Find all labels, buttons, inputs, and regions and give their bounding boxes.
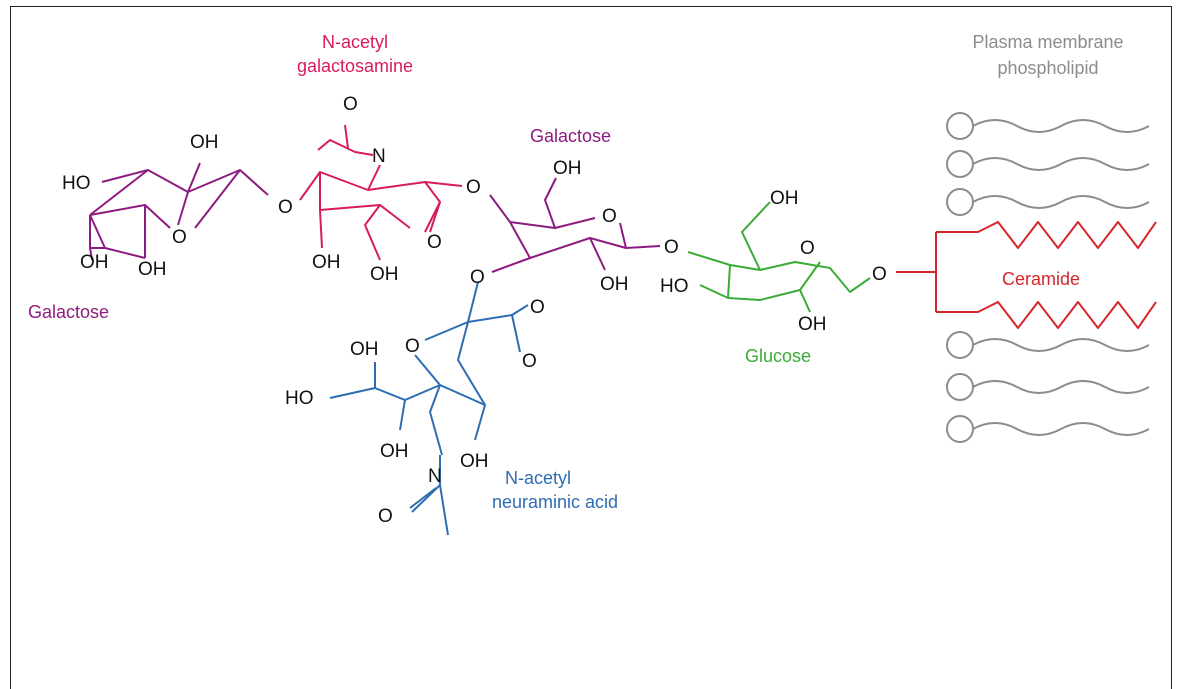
neuac-ring <box>329 281 529 536</box>
atom-o: O <box>278 197 293 218</box>
phospholipid-tails <box>946 112 1150 443</box>
label-galactose-center: Galactose <box>530 126 611 146</box>
phospholipid-head <box>946 331 974 359</box>
phospholipid-tail <box>972 380 1150 394</box>
atom-oh: OH <box>138 259 167 280</box>
label-plasma-membrane-2: phospholipid <box>997 58 1098 78</box>
atom-oh: OH <box>770 188 799 209</box>
label-plasma-membrane-1: Plasma membrane <box>972 32 1123 52</box>
atom-o: O <box>530 297 545 318</box>
atom-oh: OH <box>312 252 341 273</box>
atom-o: O <box>602 206 617 227</box>
atom-oh: OH <box>380 441 409 462</box>
atom-oh: OH <box>350 339 379 360</box>
group-labels: N-acetyl galactosamine Galactose Galacto… <box>28 32 1124 512</box>
galnac-ring <box>299 124 463 261</box>
phospholipid-head <box>946 373 974 401</box>
figure-frame <box>10 6 1172 689</box>
atom-o: O <box>522 351 537 372</box>
atom-o: O <box>172 227 187 248</box>
label-galactose-left: Galactose <box>28 302 109 322</box>
phospholipid-tail <box>972 195 1150 209</box>
glucose-ring <box>687 201 871 313</box>
atom-o: O <box>664 237 679 258</box>
atom-oh: OH <box>190 132 219 153</box>
atom-oh: OH <box>370 264 399 285</box>
galactose-center-ring <box>489 177 661 273</box>
phospholipid-head <box>946 415 974 443</box>
atom-o: O <box>343 94 358 115</box>
atom-n: N <box>428 466 442 487</box>
phospholipid-tail <box>972 119 1150 133</box>
label-glucose: Glucose <box>745 346 811 366</box>
atom-ho: HO <box>62 173 91 194</box>
atom-oh: OH <box>460 451 489 472</box>
label-nacetyl-neuraminic-2: neuraminic acid <box>492 492 618 512</box>
atom-oh: OH <box>553 158 582 179</box>
atom-o: O <box>800 238 815 259</box>
phospholipid-tail <box>972 338 1150 352</box>
galactose-left-ring <box>89 162 269 261</box>
phospholipid-head <box>946 112 974 140</box>
ceramide-tails <box>896 221 1157 329</box>
label-nacetyl-galactosamine-1: N-acetyl <box>322 32 388 52</box>
phospholipid-head <box>946 188 974 216</box>
atom-o: O <box>427 232 442 253</box>
phospholipid-tail <box>972 422 1150 436</box>
atom-o: O <box>466 177 481 198</box>
atom-oh: OH <box>798 314 827 335</box>
atom-labels: OH HO O OH OH O O N O OH OH O OH O OH O … <box>62 94 887 527</box>
atom-oh: OH <box>80 252 109 273</box>
label-ceramide: Ceramide <box>1002 269 1080 289</box>
atom-o: O <box>405 336 420 357</box>
atom-ho: HO <box>660 276 689 297</box>
phospholipid-head <box>946 150 974 178</box>
atom-oh: OH <box>600 274 629 295</box>
label-nacetyl-neuraminic-1: N-acetyl <box>505 468 571 488</box>
atom-o: O <box>470 267 485 288</box>
label-nacetyl-galactosamine-2: galactosamine <box>297 56 413 76</box>
atom-n: N <box>372 146 386 167</box>
atom-ho: HO <box>285 388 314 409</box>
atom-o: O <box>378 506 393 527</box>
atom-o: O <box>872 264 887 285</box>
phospholipid-tail <box>972 157 1150 171</box>
